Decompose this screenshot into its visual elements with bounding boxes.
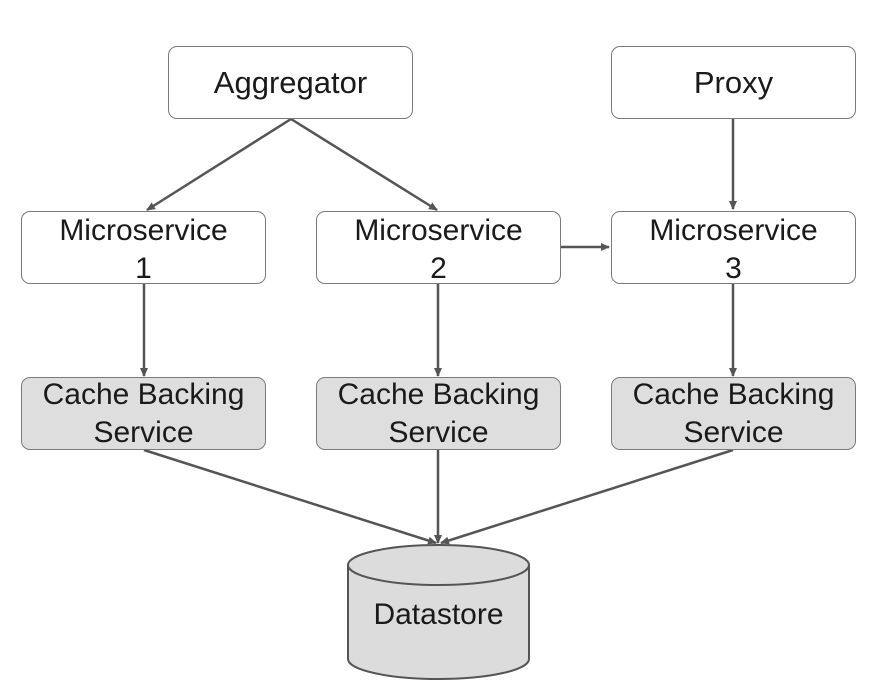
cache-2-label-line2: Service: [388, 415, 489, 449]
microservice-1-number: 1: [135, 252, 152, 285]
edge-cache-3-to-datastore: [440, 448, 734, 545]
microservice-2-node: Microservice 2: [316, 211, 561, 285]
microservice-3-number: 3: [725, 252, 742, 285]
cache-1-label-line1: Cache Backing: [42, 377, 245, 411]
cache-backing-service-3-node: Cache Backing Service: [611, 377, 856, 450]
microservice-3-node: Microservice 3: [611, 211, 856, 285]
edge-cache-1-to-datastore: [143, 448, 437, 545]
cache-backing-service-1-node: Cache Backing Service: [21, 377, 266, 450]
cache-3-label-line1: Cache Backing: [632, 377, 835, 411]
cache-3-label-line2: Service: [683, 415, 784, 449]
datastore-label: Datastore: [373, 598, 504, 631]
datastore-cylinder: [347, 544, 530, 680]
proxy-label: Proxy: [693, 64, 774, 100]
microservice-1-node: Microservice 1: [21, 211, 266, 285]
aggregator-node: Aggregator: [168, 46, 413, 119]
proxy-node: Proxy: [611, 46, 856, 119]
microservice-1-title: Microservice: [59, 214, 228, 247]
cache-1-label-line2: Service: [93, 415, 194, 449]
microservice-3-title: Microservice: [649, 214, 818, 247]
cache-2-label-line1: Cache Backing: [337, 377, 540, 411]
edge-aggregator-to-microservice-1: [146, 117, 292, 212]
edge-aggregator-to-microservice-2: [290, 117, 438, 212]
aggregator-label: Aggregator: [213, 64, 368, 100]
microservice-2-number: 2: [430, 252, 447, 285]
cache-backing-service-2-node: Cache Backing Service: [316, 377, 561, 450]
microservice-2-title: Microservice: [354, 214, 523, 247]
